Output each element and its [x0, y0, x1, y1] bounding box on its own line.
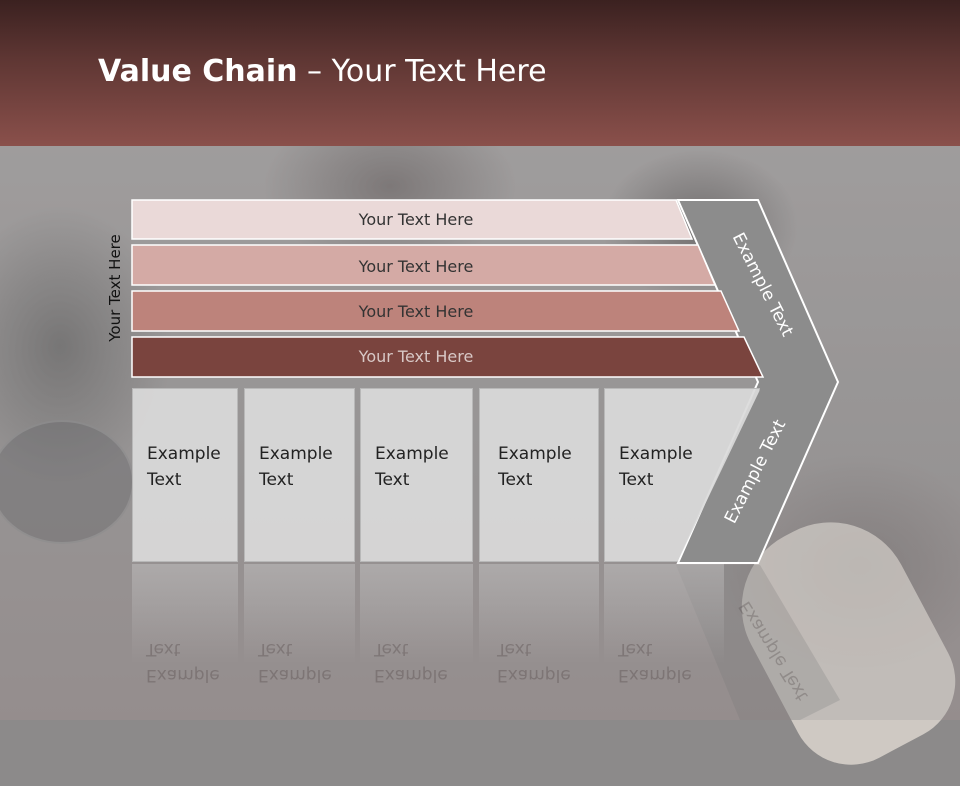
- activity-box-5-text: Example Text: [619, 441, 709, 493]
- activity-box-2-reflection: Example Text: [244, 564, 355, 685]
- activity-box-3-reflection-line1: Example: [374, 665, 448, 685]
- activity-box-5-reflection: Example Text: [604, 564, 724, 685]
- activity-box-2-line1: Example: [259, 444, 333, 464]
- page-title: Value Chain – Your Text Here: [98, 54, 547, 89]
- activity-box-3-line1: Example: [375, 444, 449, 464]
- bar-3: [131, 290, 741, 332]
- bar-1-label: Your Text Here: [358, 210, 474, 229]
- activity-box-4-reflection-line2: Text: [497, 639, 532, 659]
- activity-box-2-reflection-text: Example Text: [258, 636, 348, 688]
- bar-2: [131, 244, 717, 286]
- activity-box-1-reflection-line1: Example: [146, 665, 220, 685]
- activity-box-4-reflection: Example Text: [479, 564, 599, 685]
- activity-box-3-reflection-line2: Text: [374, 639, 409, 659]
- activity-box-3-reflection: Example Text: [360, 564, 473, 685]
- value-chain-diagram: Example Text Example Text Example Text Y…: [131, 199, 840, 720]
- activity-box-2-reflection-line1: Example: [258, 665, 332, 685]
- activity-box-4-text: Example Text: [498, 441, 588, 493]
- activity-box-4-reflection-text: Example Text: [497, 636, 587, 688]
- activity-box-1-reflection: Example Text: [132, 564, 238, 685]
- title-rest: – Your Text Here: [297, 54, 547, 89]
- title-bold: Value Chain: [98, 54, 298, 89]
- activity-box-4-reflection-line1: Example: [497, 665, 571, 685]
- activity-box-2-text: Example Text: [259, 441, 349, 493]
- activity-box-2-line2: Text: [259, 470, 294, 490]
- activity-box-1-reflection-line2: Text: [146, 639, 181, 659]
- bar-4: [131, 336, 765, 378]
- activity-box-5-line2: Text: [619, 470, 654, 490]
- activity-box-1-text: Example Text: [147, 441, 237, 493]
- activity-box-5-line1: Example: [619, 444, 693, 464]
- activity-box-2: Example Text: [244, 388, 355, 562]
- activity-box-4-line2: Text: [498, 470, 533, 490]
- activity-box-4: Example Text: [479, 388, 599, 562]
- bar-2-label: Your Text Here: [358, 257, 474, 276]
- bar-4-label: Your Text Here: [358, 347, 474, 366]
- bar-1: [131, 199, 694, 240]
- activity-box-3-text: Example Text: [375, 441, 465, 493]
- activity-box-1-line1: Example: [147, 444, 221, 464]
- activity-box-5-reflection-text: Example Text: [618, 636, 708, 688]
- bar-3-label: Your Text Here: [358, 302, 474, 321]
- activity-box-1-reflection-text: Example Text: [146, 636, 236, 688]
- activity-box-1-line2: Text: [147, 470, 182, 490]
- activity-box-4-line1: Example: [498, 444, 572, 464]
- activity-box-3: Example Text: [360, 388, 473, 562]
- activity-box-3-line2: Text: [375, 470, 410, 490]
- drum-shape: [0, 420, 134, 544]
- activity-box-3-reflection-text: Example Text: [374, 636, 464, 688]
- chevron-reflection: [676, 565, 840, 720]
- title-bar: Value Chain – Your Text Here: [0, 0, 960, 146]
- activity-box-5-reflection-line1: Example: [618, 665, 692, 685]
- activity-box-5-reflection-line2: Text: [618, 639, 653, 659]
- activity-box-2-reflection-line2: Text: [258, 639, 293, 659]
- activity-box-1: Example Text: [132, 388, 238, 562]
